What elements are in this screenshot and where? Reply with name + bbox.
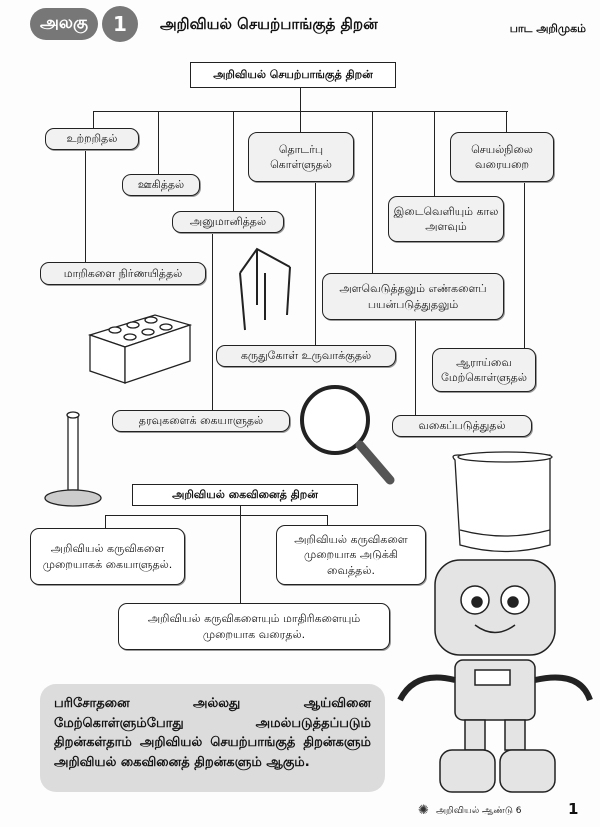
skill-communicating: தொடர்பு கொள்ளுதல் xyxy=(248,132,354,182)
unit-number: 1 xyxy=(102,6,138,42)
info-speech-bubble: பரிசோதனை அல்லது ஆய்வினை மேற்கொள்ளும்போது… xyxy=(40,684,385,792)
page-title: அறிவியல் செயற்பாங்குத் திறன் xyxy=(160,15,378,33)
manipulative-skills-root: அறிவியல் கைவினைத் திறன் xyxy=(132,484,358,506)
manipulative-skill-drawing: அறிவியல் கருவிகளையும் மாதிரிகளையும் முறை… xyxy=(118,603,390,650)
footer-book-title: அறிவியல் ஆண்டு 6 xyxy=(436,806,522,816)
skill-classifying: வகைப்படுத்துதல் xyxy=(392,415,532,437)
beaker-illustration xyxy=(452,451,553,553)
page-number: 1 xyxy=(568,800,579,818)
skill-predicting: அனுமானித்தல் xyxy=(172,211,284,233)
tripod-stand-illustration xyxy=(239,247,291,331)
magnifying-glass-illustration xyxy=(300,385,395,485)
robot-mascot-illustration xyxy=(397,559,593,793)
bunsen-burner-illustration xyxy=(44,411,102,507)
unit-badge: அலகு xyxy=(30,8,98,40)
manipulative-skill-arranging: அறிவியல் கருவிகளை முறையாக அடுக்கி வைத்தல… xyxy=(276,525,426,585)
skill-hypothesizing: கருதுகோள் உருவாக்குதல் xyxy=(216,345,396,367)
skill-space-time: இடைவெளியும் கால அளவும் xyxy=(388,196,504,242)
skill-experimenting: ஆராய்வை மேற்கொள்ளுதல் xyxy=(432,348,536,392)
skill-inferring: ஊகித்தல் xyxy=(122,174,200,196)
skill-controlling-variables: மாறிகளை நிர்ணயித்தல் xyxy=(40,262,206,285)
section-label: பாட அறிமுகம் xyxy=(509,22,586,35)
skill-observing: உற்றறிதல் xyxy=(45,128,139,150)
process-skills-root: அறிவியல் செயற்பாங்குத் திறன் xyxy=(190,62,396,88)
test-tube-rack-illustration xyxy=(87,314,193,384)
skill-interpreting-data: தரவுகளைக் கையாளுதல் xyxy=(112,410,290,432)
manipulative-skill-handling: அறிவியல் கருவிகளை முறையாகக் கையாளுதல். xyxy=(30,528,185,585)
skill-measuring: அளவெடுத்தலும் எண்களைப் பயன்படுத்துதலும் xyxy=(322,273,504,320)
skill-operational-definition: செயல்நிலை வரையறை xyxy=(450,132,554,182)
book-logo-icon: ✺ xyxy=(418,803,429,818)
